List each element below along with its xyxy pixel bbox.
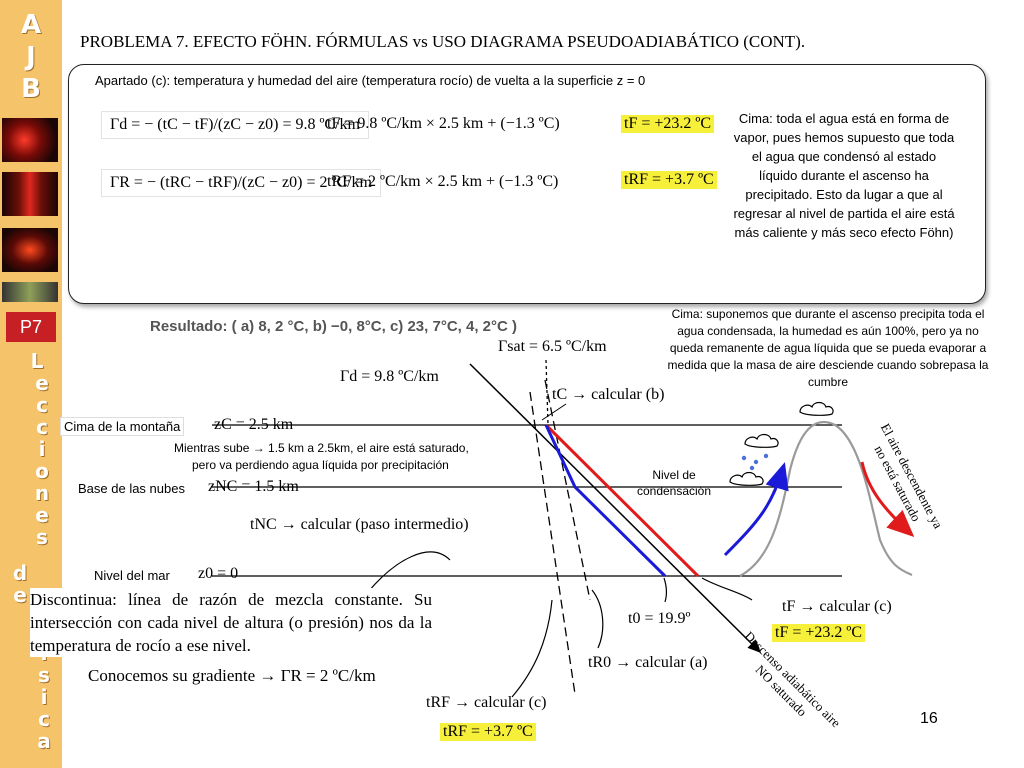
vertical-letter: s xyxy=(38,663,50,687)
page-number: 16 xyxy=(920,710,938,727)
nivel-condensacion-label: Nivel de condensación xyxy=(636,468,712,498)
vertical-letter: L xyxy=(30,349,44,373)
section-badge: P7 xyxy=(6,312,56,342)
moist-adiabat-ref xyxy=(545,359,549,426)
logo-letter-a: A xyxy=(20,10,42,40)
calculation-trf: tRF = 2 ºC/km × 2.5 km + (−1.3 ºC) xyxy=(327,173,559,190)
resultado-text: Resultado: ( a) 8, 2 °C, b) −0, 8°C, c) … xyxy=(150,318,518,335)
tr0-label: tR0 → calcular (a) xyxy=(588,654,708,671)
logo-letter-b: B xyxy=(21,74,41,104)
discontinua-explanation: Discontinua: línea de razón de mezcla co… xyxy=(30,588,432,657)
vertical-letter: d xyxy=(12,561,28,585)
mixing-ratio-line-2 xyxy=(544,379,591,601)
thumbnail-image-2 xyxy=(2,172,58,216)
pointer-curve xyxy=(511,599,553,698)
descending-air-arrow xyxy=(860,461,915,538)
formula-gamma-d: Γd = − (tC − tF)/(zC − z0) = 9.8 ºC/km xyxy=(101,111,369,139)
logo-letter-j: J xyxy=(26,42,36,72)
pointer-curve xyxy=(367,551,451,593)
pointer-line xyxy=(541,403,567,421)
vertical-letter: c xyxy=(36,415,48,439)
vertical-letter: e xyxy=(35,371,49,395)
mixing-ratio-line-1 xyxy=(529,391,576,695)
znc-label: zNC = 1.5 km xyxy=(208,478,299,495)
vertical-letter: c xyxy=(38,707,50,731)
cima-note: Cima: toda el agua está en forma de vapo… xyxy=(733,111,955,240)
cloud-icon xyxy=(729,471,764,486)
sidebar: A J B P7 L e c c i o n e s d e F í s i c… xyxy=(0,0,62,768)
vertical-letter: e xyxy=(13,583,27,607)
vertical-letter: e xyxy=(35,503,49,527)
ascent-path xyxy=(544,424,667,578)
tf-result: tF = +23.2 ºC xyxy=(772,624,866,642)
rising-air-arrow xyxy=(723,462,789,557)
conocemos-gradient: Conocemos su gradiente → ΓR = 2 ºC/km xyxy=(88,666,376,685)
pointer-curve xyxy=(663,577,668,603)
dry-adiabat-line xyxy=(469,363,762,654)
mountain-silhouette xyxy=(739,420,913,577)
thumbnail-image-1 xyxy=(2,118,58,162)
vertical-letter: i xyxy=(40,685,48,709)
cloud-icon xyxy=(799,401,834,416)
result-trf: tRF = +3.7 ºC xyxy=(621,171,717,189)
formulas-panel: Apartado (c): temperatura y humedad del … xyxy=(68,64,986,304)
rain-drops-icon xyxy=(741,453,769,471)
tc-label: tC → calcular (b) xyxy=(552,386,665,403)
pointer-curve xyxy=(591,589,604,649)
gamma-sat-label: Γsat = 6.5 ºC/km xyxy=(498,338,607,355)
formula-gamma-r: ΓR = − (tRC − tRF)/(zC − z0) = 2 ºC/km xyxy=(101,169,381,197)
base-nubes-label: Base de las nubes xyxy=(78,481,185,496)
vertical-letter: n xyxy=(34,481,50,505)
cima-assumption-note: Cima: suponemos que durante el ascenso p… xyxy=(667,307,989,389)
panel-heading: Apartado (c): temperatura y humedad del … xyxy=(95,73,646,88)
vertical-letter: c xyxy=(36,393,48,417)
mientras-sube-line2: pero va perdiendo agua líquida por preci… xyxy=(192,458,449,472)
trf-label: tRF → calcular (c) xyxy=(426,694,547,711)
t0-label: t0 = 19.9º xyxy=(628,610,691,627)
tnc-label: tNC → calcular (paso intermedio) xyxy=(250,516,469,533)
result-tf: tF = +23.2 ºC xyxy=(621,115,715,133)
pointer-curve xyxy=(701,577,753,601)
tf-label: tF → calcular (c) xyxy=(782,598,892,615)
mientras-sube-line1: Mientras sube → 1.5 km a 2.5km, el aire … xyxy=(174,441,469,455)
nivel-mar-label: Nivel del mar xyxy=(94,568,170,583)
zc-label: zC = 2.5 km xyxy=(214,416,294,433)
cima-montana-label: Cima de la montaña xyxy=(60,417,185,436)
calculation-tf: tF = 9.8 ºC/km × 2.5 km + (−1.3 ºC) xyxy=(327,115,560,132)
vertical-letter: s xyxy=(36,525,48,549)
trf-result: tRF = +3.7 ºC xyxy=(440,723,536,741)
vertical-letter: a xyxy=(37,729,51,753)
vertical-letter: i xyxy=(38,437,46,461)
vertical-letter: o xyxy=(35,459,49,483)
gamma-d-label: Γd = 9.8 ºC/km xyxy=(340,368,439,385)
z0-label: z0 = 0 xyxy=(198,565,239,582)
thumbnail-image-4 xyxy=(2,282,58,302)
descent-line xyxy=(544,423,700,578)
cloud-icon xyxy=(744,433,779,448)
page-title: PROBLEMA 7. EFECTO FÖHN. FÓRMULAS vs USO… xyxy=(80,32,806,51)
thumbnail-image-3 xyxy=(2,228,58,272)
